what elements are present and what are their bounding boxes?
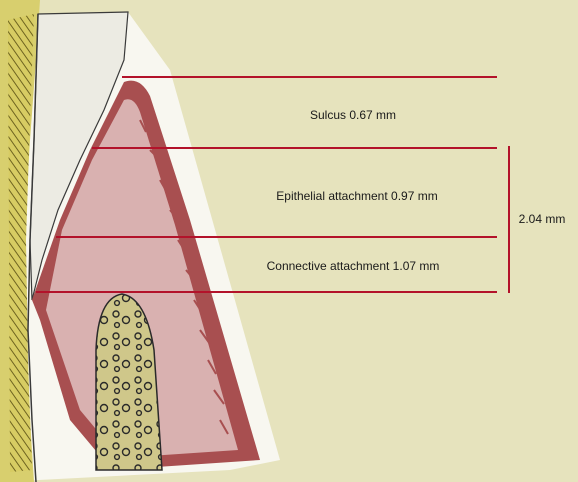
alveolar-bone (95, 293, 163, 471)
connective-attachment-label: Connective attachment 1.07 mm (267, 259, 440, 273)
sulcus-label: Sulcus 0.67 mm (310, 108, 396, 122)
tooth-outline (27, 13, 39, 482)
gingiva-body (46, 99, 238, 458)
gingiva-fibers (139, 119, 229, 435)
tooth (0, 0, 129, 482)
measurement-lines (36, 76, 510, 293)
total-width-label: 2.04 mm (519, 212, 566, 226)
epithelial-attachment-label: Epithelial attachment 0.97 mm (276, 189, 437, 203)
tooth-stripe (8, 14, 34, 472)
bone-outline (95, 293, 163, 471)
gingiva (32, 80, 260, 470)
